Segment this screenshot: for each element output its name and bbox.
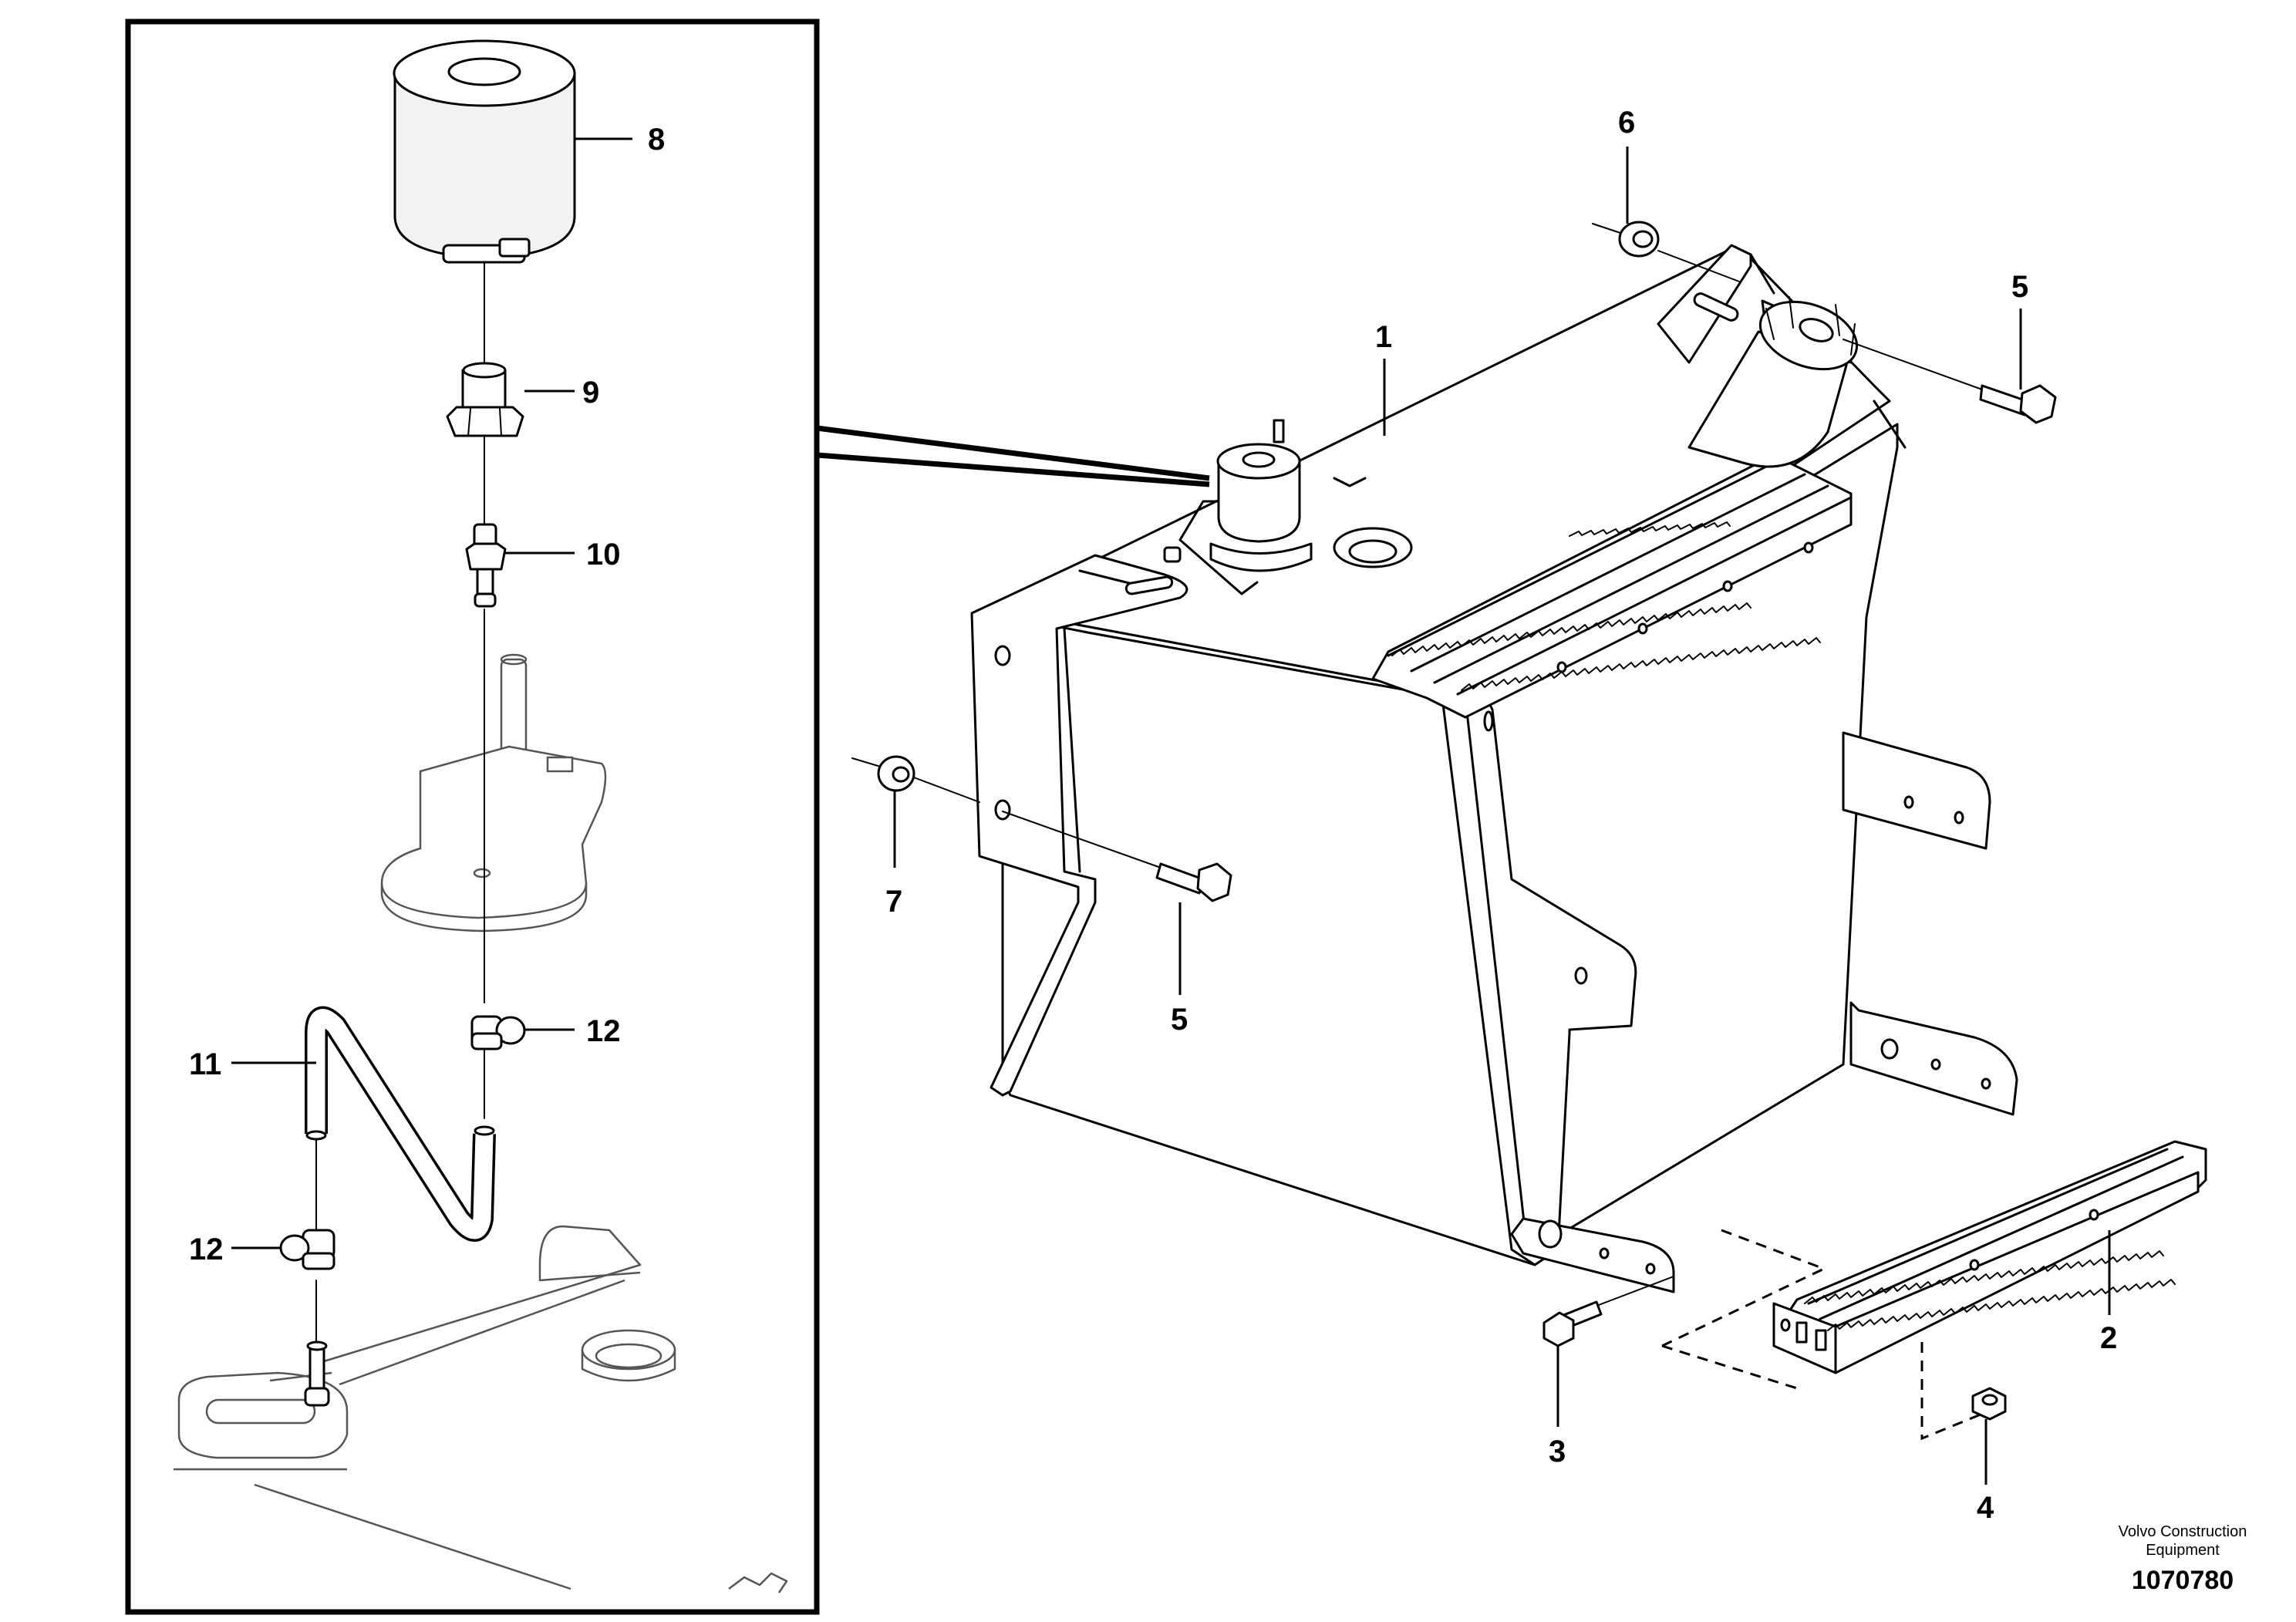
tank-breather-mount bbox=[1163, 419, 1413, 595]
callout-2: 2 bbox=[2100, 1321, 2117, 1355]
callout-11: 11 bbox=[189, 1047, 221, 1081]
tank-step-grating bbox=[1371, 454, 1853, 719]
brand-line-1: Volvo Construction bbox=[2119, 1523, 2247, 1540]
detail-inset bbox=[125, 19, 820, 1615]
inset-tank-top-ghost bbox=[380, 653, 607, 932]
tank-filler-cap bbox=[1657, 244, 1859, 468]
inset-connector bbox=[816, 425, 1210, 487]
document-footer: Volvo Construction Equipment 1070780 bbox=[2119, 1523, 2247, 1595]
callout-4: 4 bbox=[1977, 1491, 1994, 1525]
callout-9: 9 bbox=[582, 376, 599, 410]
callout-1: 1 bbox=[1375, 320, 1392, 354]
inset-tank-corner-ghost bbox=[174, 1225, 788, 1593]
callout-5-top: 5 bbox=[2011, 270, 2028, 304]
document-number: 1070780 bbox=[2132, 1566, 2234, 1595]
part-8-breather-filter bbox=[393, 39, 576, 264]
callout-labels: 8 9 10 11 12 12 1 6 5 7 5 3 2 4 bbox=[189, 106, 2117, 1525]
callout-10: 10 bbox=[586, 538, 621, 572]
part-11-hose bbox=[305, 1006, 496, 1242]
brand-line-2: Equipment bbox=[2146, 1542, 2220, 1559]
part-5-bolt-left bbox=[1002, 811, 1232, 902]
callout-6: 6 bbox=[1618, 106, 1635, 140]
part-4-nut bbox=[1971, 1387, 2007, 1421]
callout-12-lower: 12 bbox=[189, 1233, 224, 1266]
part-5-bolt-top bbox=[1843, 339, 2057, 424]
tank-bottom-plate bbox=[1510, 1217, 1675, 1293]
part-7-spacer bbox=[851, 755, 980, 803]
tank-side-plates bbox=[1842, 731, 2018, 1116]
part-12-clip-lower bbox=[279, 1229, 335, 1270]
part-10-fitting bbox=[465, 523, 507, 608]
part-1-hydraulic-tank bbox=[970, 244, 2018, 1293]
part-6-spacer bbox=[1592, 221, 1740, 282]
part-12-clip-upper bbox=[470, 1015, 526, 1050]
callout-8: 8 bbox=[648, 123, 665, 157]
part-2-step bbox=[1772, 1140, 2207, 1374]
part-9-adapter bbox=[446, 362, 524, 437]
callout-7: 7 bbox=[885, 885, 902, 919]
callout-5-left: 5 bbox=[1171, 1003, 1188, 1037]
leader-lines bbox=[231, 137, 2111, 1485]
part-3-bolt bbox=[1542, 1276, 1674, 1347]
callout-3: 3 bbox=[1549, 1435, 1566, 1469]
inset-bolt bbox=[304, 1340, 330, 1407]
step-alignment-dashes bbox=[1661, 1229, 1998, 1441]
detail-frame bbox=[125, 19, 820, 1615]
callout-12-upper: 12 bbox=[586, 1014, 621, 1048]
